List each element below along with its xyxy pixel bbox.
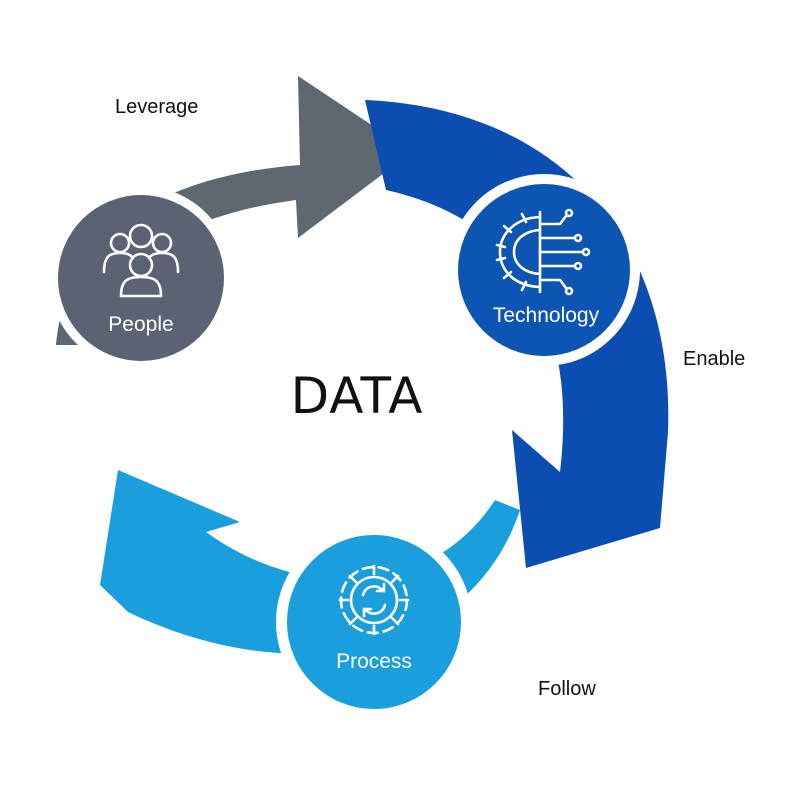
gear-cycle-icon xyxy=(338,564,410,636)
node-label-people: People xyxy=(108,313,173,336)
people-icon xyxy=(102,223,180,298)
node-label-technology: Technology xyxy=(493,304,600,327)
node-people: People xyxy=(49,186,233,370)
edge-label-leverage: Leverage xyxy=(115,96,198,118)
node-technology: Technology xyxy=(448,174,640,366)
arrow-leverage xyxy=(56,76,412,345)
edge-label-enable: Enable xyxy=(683,348,745,370)
edge-label-follow: Follow xyxy=(538,678,596,700)
center-label: DATA xyxy=(291,367,424,425)
node-process: Process xyxy=(276,524,472,720)
node-label-process: Process xyxy=(336,650,412,673)
circuit-gear-icon xyxy=(495,208,591,296)
